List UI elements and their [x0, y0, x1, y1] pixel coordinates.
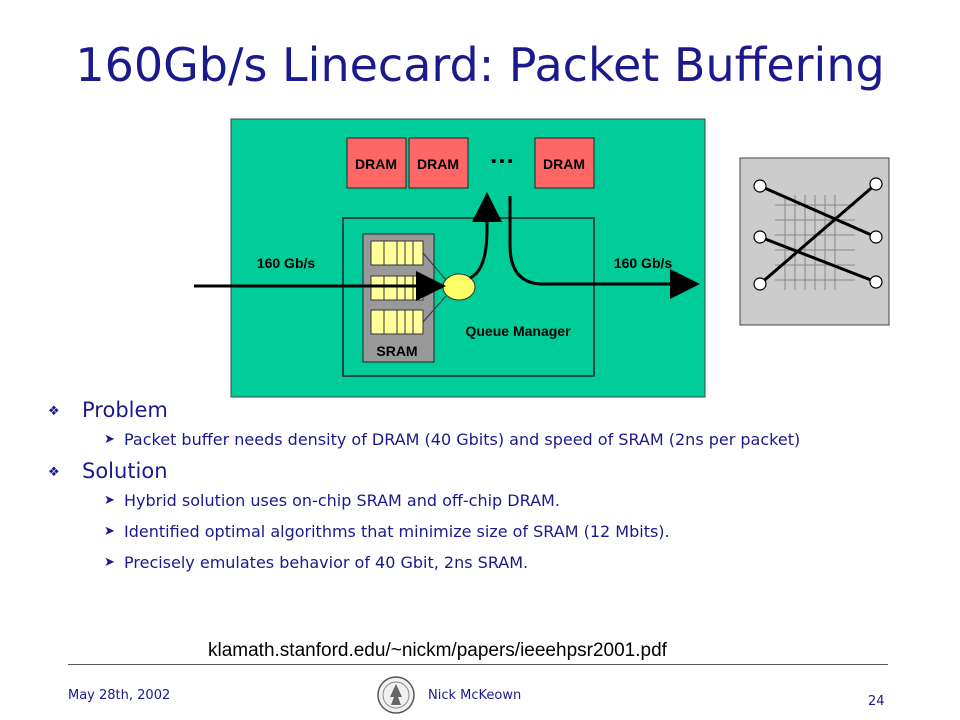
packet-queue [370, 309, 424, 335]
page-number: 24 [868, 694, 885, 709]
queue-manager-label: Queue Manager [465, 323, 571, 339]
input-rate-label: 160 Gb/s [257, 255, 316, 271]
arrowhead-bullet-icon: ➤ [104, 555, 115, 570]
footer-author: Nick McKeown [428, 688, 522, 703]
sub-bullet-text: Precisely emulates behavior of 40 Gbit, … [124, 553, 529, 572]
bullet-solution: ❖ Solution [48, 459, 908, 483]
from-dram-curve [508, 196, 700, 299]
arrowhead-bullet-icon: ➤ [104, 524, 115, 539]
diamond-bullet-icon: ❖ [48, 465, 60, 480]
bullet-heading: Solution [82, 459, 168, 483]
linecard-diagram: DRAM DRAM … DRAM Queue Manager SRAM [194, 118, 890, 398]
sub-bullet: ➤ Precisely emulates behavior of 40 Gbit… [48, 551, 908, 575]
sub-bullet-text: Identified optimal algorithms that minim… [124, 522, 670, 541]
sram-label: SRAM [376, 343, 417, 359]
sub-bullet-text: Hybrid solution uses on-chip SRAM and of… [124, 491, 560, 510]
sub-bullet: ➤ Packet buffer needs density of DRAM (4… [48, 428, 908, 452]
dram-ellipsis: … [489, 139, 515, 169]
sub-bullet: ➤ Identified optimal algorithms that min… [48, 520, 908, 544]
slide-title: 160Gb/s Linecard: Packet Buffering [75, 38, 885, 92]
diamond-bullet-icon: ❖ [48, 404, 60, 419]
bullet-heading: Problem [82, 398, 168, 422]
switch-fabric [739, 157, 890, 326]
dram-label: DRAM [355, 156, 397, 172]
arrowhead-bullet-icon: ➤ [104, 432, 115, 447]
dram-chip: DRAM [346, 137, 407, 189]
bullet-list: ❖ Problem ➤ Packet buffer needs density … [48, 398, 908, 582]
bullet-problem: ❖ Problem [48, 398, 908, 422]
packet-queue [370, 275, 424, 301]
packet-queue [370, 240, 424, 266]
to-dram-curve [469, 192, 502, 280]
arrowhead-bullet-icon: ➤ [104, 493, 115, 508]
footer-date: May 28th, 2002 [68, 688, 171, 703]
dram-label: DRAM [417, 156, 459, 172]
sub-bullet: ➤ Hybrid solution uses on-chip SRAM and … [48, 489, 908, 513]
dram-chip: DRAM [534, 137, 595, 189]
output-rate-label: 160 Gb/s [614, 255, 673, 271]
dram-chip: DRAM [408, 137, 469, 189]
dram-label: DRAM [543, 156, 585, 172]
footer-divider [68, 664, 888, 665]
reference-url[interactable]: klamath.stanford.edu/~nickm/papers/ieeeh… [208, 640, 667, 661]
sub-bullet-text: Packet buffer needs density of DRAM (40 … [124, 430, 801, 449]
stanford-seal-icon [377, 676, 415, 714]
